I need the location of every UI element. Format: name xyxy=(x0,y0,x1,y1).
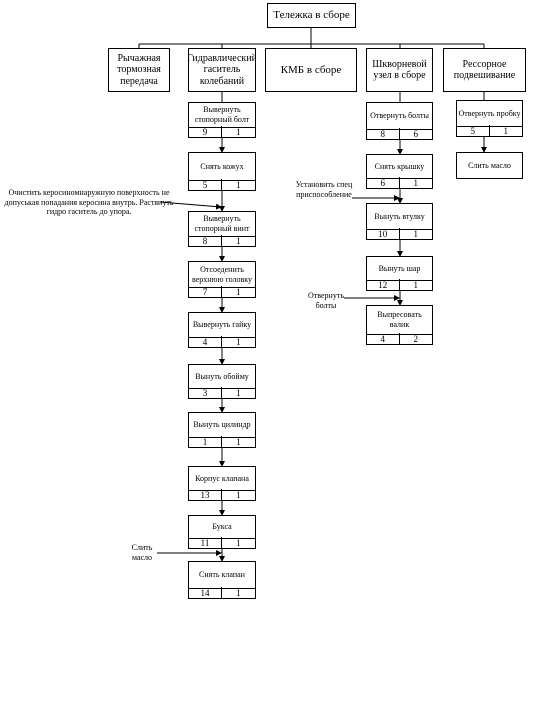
op-count: 1 xyxy=(236,489,241,500)
op-count: 1 xyxy=(413,279,419,290)
root-label: Тележка в сборе xyxy=(273,9,350,22)
hydraulic-op: Снять клапан 14 1 xyxy=(188,561,256,599)
op-number: 7 xyxy=(189,286,222,297)
op-number: 8 xyxy=(189,235,222,246)
op-count: 1 xyxy=(236,235,241,246)
op-number: 1 xyxy=(189,436,222,447)
note-install-fixture: Установить спец приспособление xyxy=(295,180,353,199)
op-label: Вынуть цилиндр xyxy=(189,413,255,438)
op-number: 9 xyxy=(189,126,222,137)
op-label: Вывернуть гайку xyxy=(189,313,255,338)
op-label: Снять крышку xyxy=(367,155,432,179)
op-count: 2 xyxy=(413,333,419,344)
op-count: 1 xyxy=(236,387,241,398)
category-pivot-unit: Шкворневой узел в сборе xyxy=(366,48,433,92)
category-spring-suspension: Рессорное подвешивание xyxy=(443,48,526,92)
op-number: 10 xyxy=(367,228,400,239)
op-count: 1 xyxy=(413,177,419,188)
op-label: Вынуть обойму xyxy=(189,365,255,389)
op-count: 6 xyxy=(413,128,419,139)
op-count: 1 xyxy=(503,125,509,136)
op-count: 1 xyxy=(413,228,419,239)
note-unscrew-bolts: Отвернуть болты xyxy=(308,291,344,310)
category-label: КМБ в сборе xyxy=(280,63,342,76)
category-hydraulic-damper: Гидравлический гаситель колебаний xyxy=(188,48,256,92)
op-count: 1 xyxy=(236,436,241,447)
op-label: Выпресовать валик xyxy=(367,306,432,335)
op-count: 1 xyxy=(236,537,241,548)
op-count: 1 xyxy=(236,179,241,190)
spring-final-op: Слить масло xyxy=(456,152,523,179)
op-number: 4 xyxy=(189,336,222,347)
op-number: 13 xyxy=(189,489,222,500)
op-number: 4 xyxy=(367,333,400,344)
note-drain-oil: Слить масло xyxy=(131,543,153,562)
op-count: 1 xyxy=(236,336,241,347)
op-label: Букса xyxy=(189,516,255,539)
category-label: Рычажная тормозная передача xyxy=(117,52,161,87)
spring-op: Отвернуть пробку 5 1 xyxy=(456,100,523,137)
pivot-op: Отвернуть болты 8 6 xyxy=(366,102,433,140)
category-kmb: КМБ в сборе xyxy=(265,48,357,92)
op-label: Снять клапан xyxy=(189,562,255,589)
op-number: 5 xyxy=(457,125,490,136)
note-kerosene: Очистить керосиномнаружную поверхность н… xyxy=(4,188,174,217)
op-number: 3 xyxy=(189,387,222,398)
root-node: Тележка в сборе xyxy=(267,3,356,28)
op-label: Вывернуть стопорный винт xyxy=(189,212,255,237)
category-label: Шкворневой узел в сборе xyxy=(372,58,427,82)
hydraulic-op: Вынуть цилиндр 1 1 xyxy=(188,412,256,448)
op-label: Отсоеденить верхнюю головку xyxy=(189,262,255,288)
pivot-op: Снять крышку 6 1 xyxy=(366,154,433,189)
hydraulic-op: Отсоеденить верхнюю головку 7 1 xyxy=(188,261,256,298)
op-label: Вывернуть стопорный болт xyxy=(189,103,255,128)
op-label: Снять кожух xyxy=(189,153,255,181)
hydraulic-op: Вывернуть гайку 4 1 xyxy=(188,312,256,348)
op-number: 12 xyxy=(367,279,400,290)
op-label: Отвернуть пробку xyxy=(457,101,522,127)
hydraulic-op: Вывернуть стопорный болт 9 1 xyxy=(188,102,256,138)
hydraulic-op: Вывернуть стопорный винт 8 1 xyxy=(188,211,256,247)
hydraulic-op: Вынуть обойму 3 1 xyxy=(188,364,256,399)
op-count: 1 xyxy=(236,126,241,137)
category-label: Гидравлический гаситель колебаний xyxy=(188,52,256,87)
op-label: Вынуть втулку xyxy=(367,204,432,230)
hydraulic-op: Снять кожух 5 1 xyxy=(188,152,256,191)
op-label: Вынуть шар xyxy=(367,257,432,281)
pivot-op: Вынуть втулку 10 1 xyxy=(366,203,433,240)
hydraulic-op: Букса 11 1 xyxy=(188,515,256,549)
op-count: 1 xyxy=(236,286,241,297)
category-label: Рессорное подвешивание xyxy=(453,58,516,82)
op-number: 6 xyxy=(367,177,400,188)
op-number: 14 xyxy=(189,587,222,598)
pivot-op: Вынуть шар 12 1 xyxy=(366,256,433,291)
op-label: Отвернуть болты xyxy=(367,103,432,130)
op-label: Корпус клапана xyxy=(189,467,255,491)
op-number: 11 xyxy=(189,537,222,548)
hydraulic-op: Корпус клапана 13 1 xyxy=(188,466,256,501)
op-label: Слить масло xyxy=(468,160,511,170)
op-number: 8 xyxy=(367,128,400,139)
op-number: 5 xyxy=(189,179,222,190)
category-lever-brake: Рычажная тормозная передача xyxy=(108,48,170,92)
pivot-op: Выпресовать валик 4 2 xyxy=(366,305,433,345)
op-count: 1 xyxy=(236,587,241,598)
